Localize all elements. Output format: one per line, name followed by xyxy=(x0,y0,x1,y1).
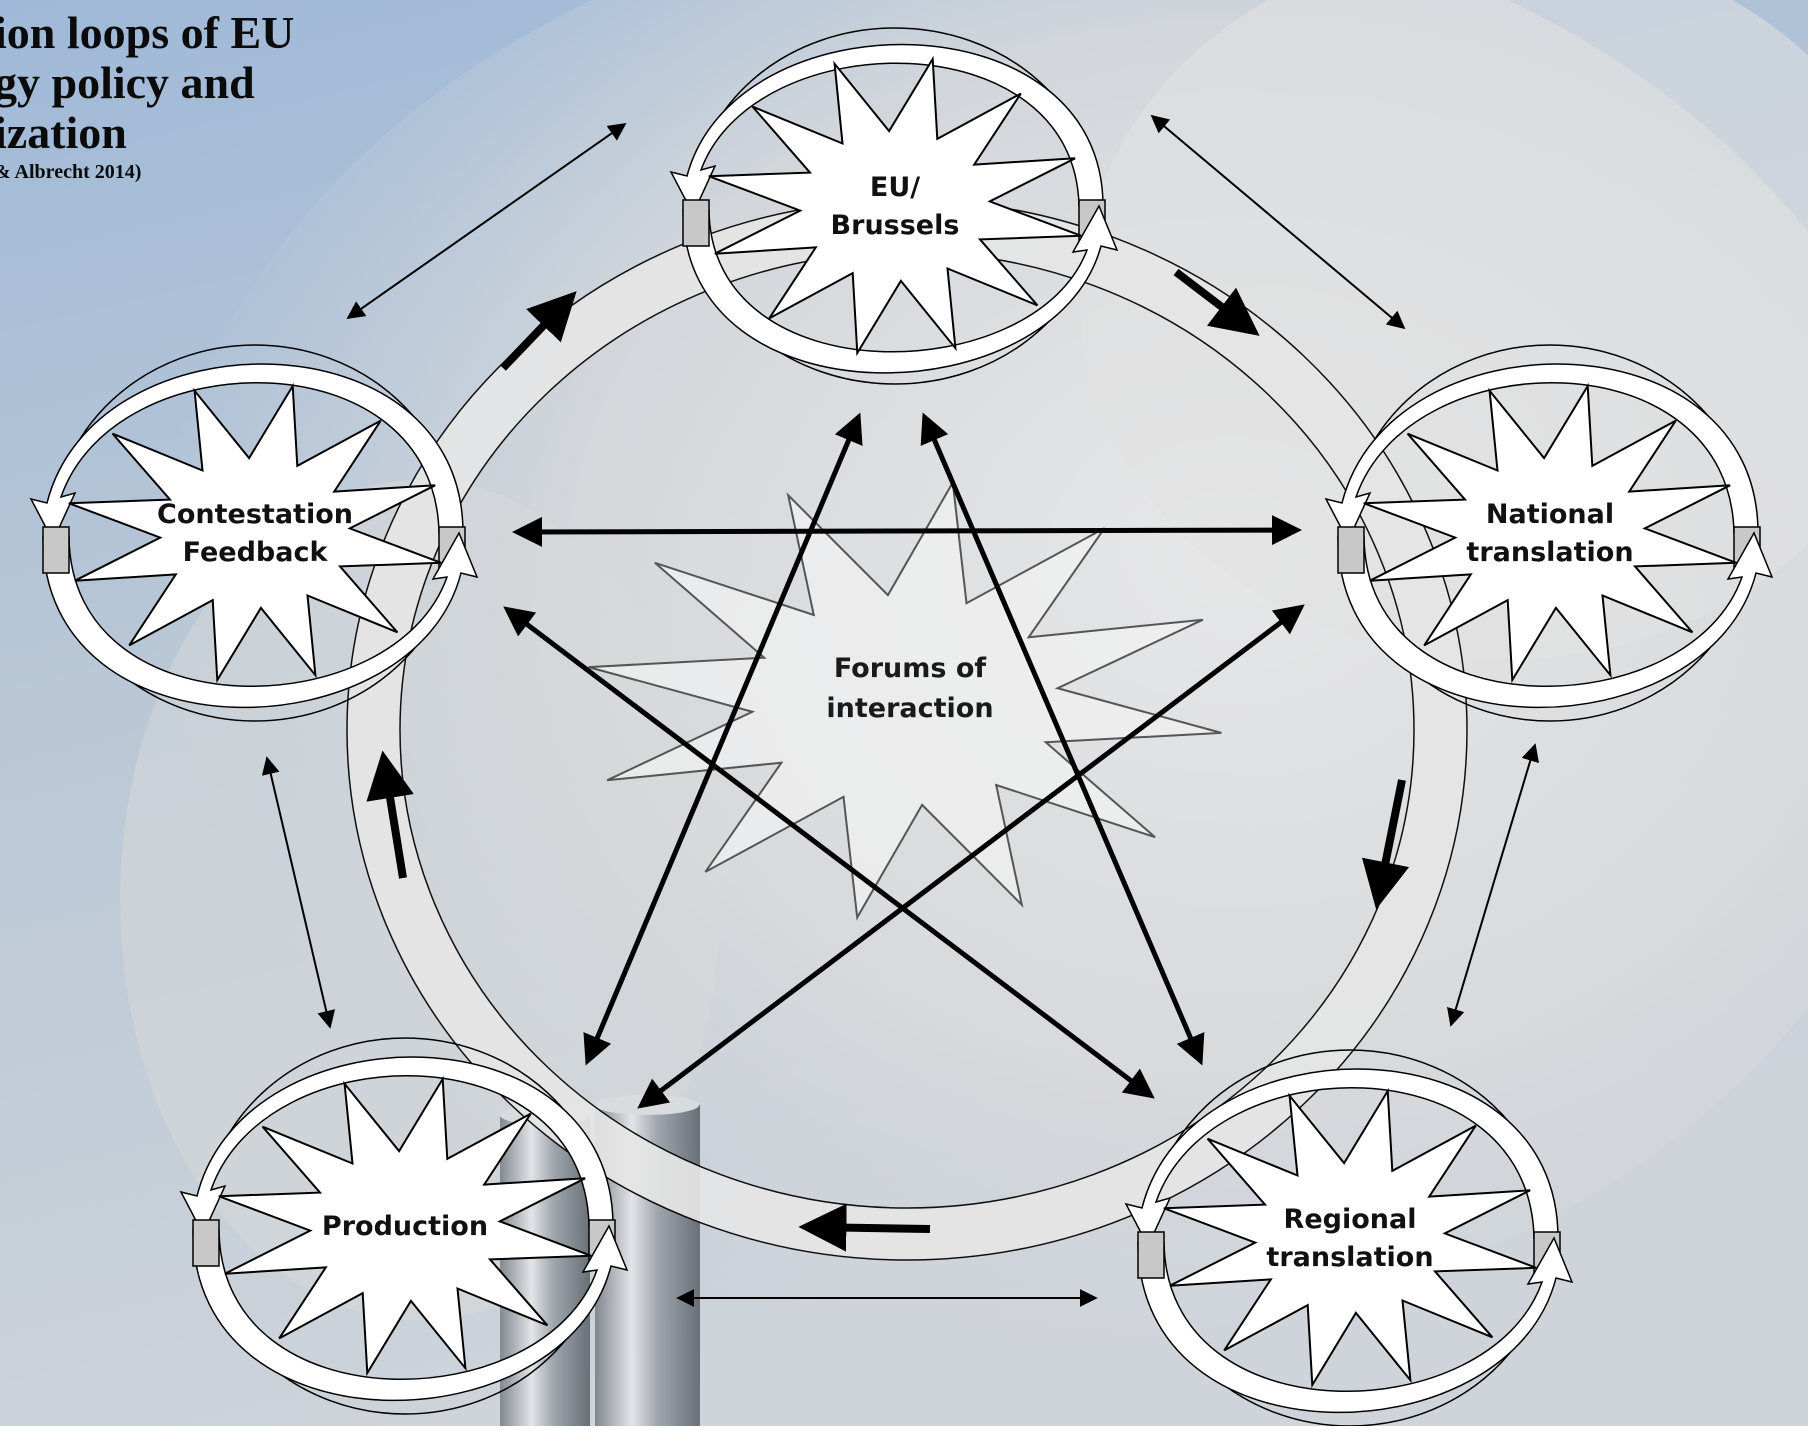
loop-arrow-lower xyxy=(1337,531,1774,708)
center-label-line: interaction xyxy=(826,693,993,724)
regional-label-line: translation xyxy=(1266,1242,1433,1273)
loop-arrow-upper xyxy=(669,43,1104,216)
national-label-line: National xyxy=(1486,499,1614,530)
loop-arrow-tail xyxy=(192,1219,220,1267)
loop-arrow-tail xyxy=(1137,1231,1165,1279)
eu-star xyxy=(708,55,1082,357)
national-star xyxy=(1363,382,1737,684)
title-citation: & Albrecht 2014) xyxy=(0,161,142,183)
interaction-lines xyxy=(503,412,1305,1109)
loop-arrow-lower xyxy=(682,204,1119,374)
cycle-arrow xyxy=(1361,779,1410,910)
production-star xyxy=(218,1075,592,1377)
title-line-2: gy policy and xyxy=(0,57,255,108)
national-label-line: translation xyxy=(1466,537,1633,568)
cycle-arrow xyxy=(366,750,414,879)
node-national: National translation xyxy=(1324,344,1774,722)
contestation-star xyxy=(68,382,442,684)
node-regional: Regional translation xyxy=(1124,1049,1574,1427)
neighbor-links xyxy=(261,114,1539,1307)
loop-arrow-lower xyxy=(1137,1236,1574,1413)
node-production: Production xyxy=(179,1037,629,1415)
contestation-label-line: Feedback xyxy=(183,537,329,568)
center-label-line: Forums of xyxy=(834,653,987,684)
loop-arrow-tail xyxy=(682,199,710,247)
nodes-group: EU/BrusselsNationaltranslationRegionaltr… xyxy=(29,27,1774,1427)
diagram-title: ion loops of EU gy policy and ization & … xyxy=(0,8,414,184)
loop-arrow-tail xyxy=(1337,526,1365,574)
regional-star xyxy=(1163,1087,1537,1389)
eu-label-line: Brussels xyxy=(831,210,960,241)
neighbor-arrow xyxy=(346,122,627,320)
eu-label-line: EU/ xyxy=(870,172,920,203)
title-line-3: ization xyxy=(0,107,127,158)
production-label-line: Production xyxy=(322,1211,488,1242)
cycle-arrow xyxy=(798,1203,931,1252)
loop-arrow-lower xyxy=(42,531,479,708)
neighbor-arrow xyxy=(261,756,336,1029)
node-eu: EU/Brussels xyxy=(669,27,1119,385)
interaction-arrow xyxy=(512,515,1302,547)
title-line-1: ion loops of EU xyxy=(0,7,295,58)
interaction-arrow xyxy=(637,604,1305,1109)
neighbor-arrow xyxy=(1447,743,1539,1027)
loop-arrow-tail xyxy=(42,526,70,574)
contestation-label-line: Contestation xyxy=(157,499,353,530)
loop-arrow-lower xyxy=(192,1224,629,1401)
regional-label-line: Regional xyxy=(1284,1204,1417,1235)
neighbor-arrow xyxy=(1150,114,1406,330)
